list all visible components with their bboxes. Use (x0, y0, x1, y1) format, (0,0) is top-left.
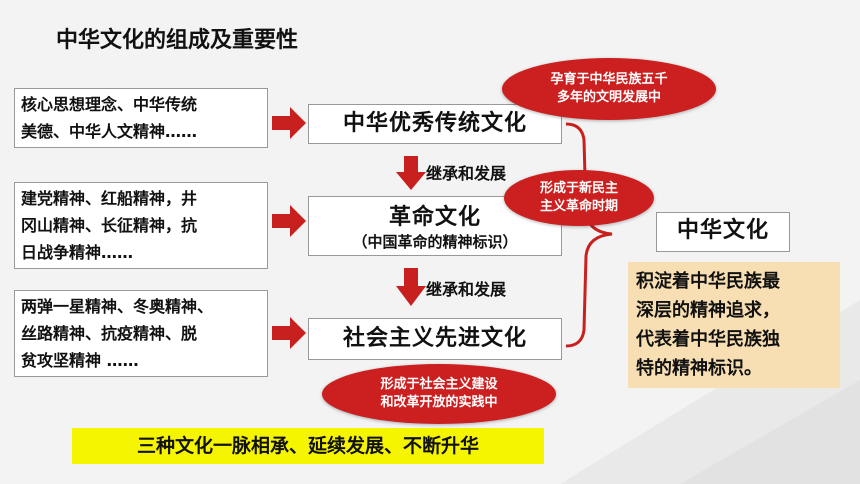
source-box-traditional: 核心思想理念、中华传统 美德、中华人文精神…… (14, 88, 268, 148)
brace-icon (565, 122, 613, 348)
source-line: 核心思想理念、中华传统 (21, 95, 198, 114)
source-line: 美德、中华人文精神…… (21, 122, 198, 141)
right-arrow-icon (272, 107, 306, 139)
oval-line: 和改革开放的实践中 (380, 395, 498, 410)
inherit-label: 继承和发展 (426, 164, 507, 183)
down-arrow-icon (396, 156, 426, 190)
source-line: 两弹一星精神、冬奥精神、 (21, 297, 214, 316)
source-box-revolutionary: 建党精神、红船精神，井 冈山精神、长征精神，抗 日战争精神…… (14, 182, 268, 269)
origin-oval: 孕育于中华民族五千 多年的文明发展中 (502, 58, 716, 120)
culture-box-traditional: 中华优秀传统文化 (308, 104, 562, 144)
oval-line: 形成于新民主 (539, 181, 618, 196)
origin-oval: 形成于社会主义建设 和改革开放的实践中 (322, 364, 556, 424)
culture-name: 中华优秀传统文化 (342, 111, 527, 136)
source-box-socialist: 两弹一星精神、冬奥精神、 丝路精神、抗疫精神、脱 贫攻坚精神 …… (14, 290, 268, 377)
source-line: 冈山精神、长征精神，抗 (21, 216, 198, 235)
source-line: 贫攻坚精神 …… (21, 351, 139, 370)
culture-box-socialist: 社会主义先进文化 (308, 318, 562, 360)
oval-line: 主义革命时期 (539, 199, 618, 214)
culture-subtitle: （中国革命的精神标识） (352, 233, 518, 251)
origin-oval: 形成于新民主 主义革命时期 (504, 170, 654, 226)
right-arrows (272, 107, 306, 349)
description-line: 深层的精神追求， (636, 300, 780, 321)
oval-line: 形成于社会主义建设 (380, 377, 498, 392)
description-line: 代表着中华民族独 (636, 329, 780, 350)
source-line: 丝路精神、抗疫精神、脱 (21, 324, 198, 343)
oval-line: 孕育于中华民族五千 (550, 72, 668, 87)
description-line: 特的精神标识。 (636, 358, 762, 379)
culture-name: 社会主义先进文化 (342, 326, 527, 351)
down-arrow-icon (396, 268, 426, 306)
oval-line: 多年的文明发展中 (556, 90, 661, 105)
page-title: 中华文化的组成及重要性 (56, 28, 299, 53)
inherit-label: 继承和发展 (426, 280, 507, 299)
description-line: 积淀着中华民族最 (636, 271, 780, 292)
chinese-culture-box: 中华文化 (656, 212, 790, 252)
right-arrow-icon (272, 205, 306, 237)
summary-banner: 三种文化一脉相承、延续发展、不断升华 (72, 428, 544, 464)
down-arrows (396, 156, 426, 306)
culture-name: 革命文化 (388, 205, 481, 230)
source-line: 建党精神、红船精神，井 (21, 189, 198, 208)
right-arrow-icon (272, 317, 306, 349)
source-line: 日战争精神…… (21, 243, 134, 262)
chinese-culture-description: 积淀着中华民族最 深层的精神追求， 代表着中华民族独 特的精神标识。 (628, 262, 840, 388)
